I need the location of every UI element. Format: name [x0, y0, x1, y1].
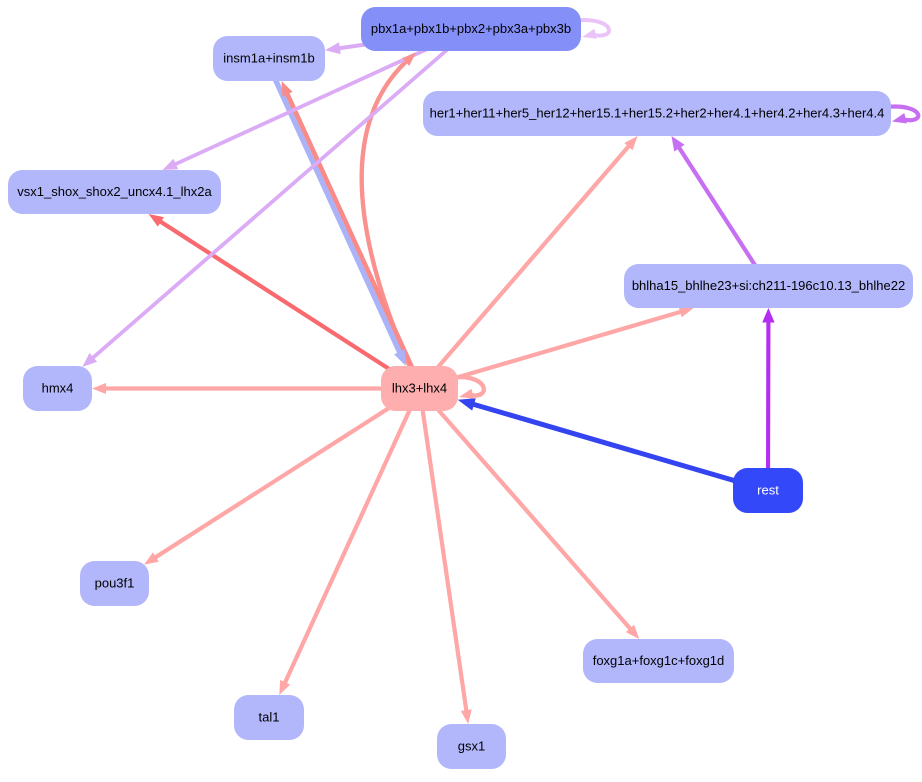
svg-text:foxg1a+foxg1c+foxg1d: foxg1a+foxg1c+foxg1d [593, 653, 725, 668]
svg-text:tal1: tal1 [259, 710, 280, 725]
svg-text:pbx1a+pbx1b+pbx2+pbx3a+pbx3b: pbx1a+pbx1b+pbx2+pbx3a+pbx3b [371, 21, 571, 36]
svg-text:lhx3+lhx4: lhx3+lhx4 [392, 381, 447, 396]
svg-text:bhlha15_bhlhe23+si:ch211-196c1: bhlha15_bhlhe23+si:ch211-196c10.13_bhlhe… [632, 278, 905, 293]
svg-text:her1+her11+her5_her12+her15.1+: her1+her11+her5_her12+her15.1+her15.2+he… [430, 106, 885, 121]
svg-text:gsx1: gsx1 [458, 739, 485, 754]
svg-text:vsx1_shox_shox2_uncx4.1_lhx2a: vsx1_shox_shox2_uncx4.1_lhx2a [17, 184, 212, 199]
svg-text:pou3f1: pou3f1 [95, 576, 135, 591]
svg-text:insm1a+insm1b: insm1a+insm1b [223, 51, 314, 66]
svg-text:rest: rest [757, 483, 779, 498]
svg-text:hmx4: hmx4 [42, 381, 74, 396]
